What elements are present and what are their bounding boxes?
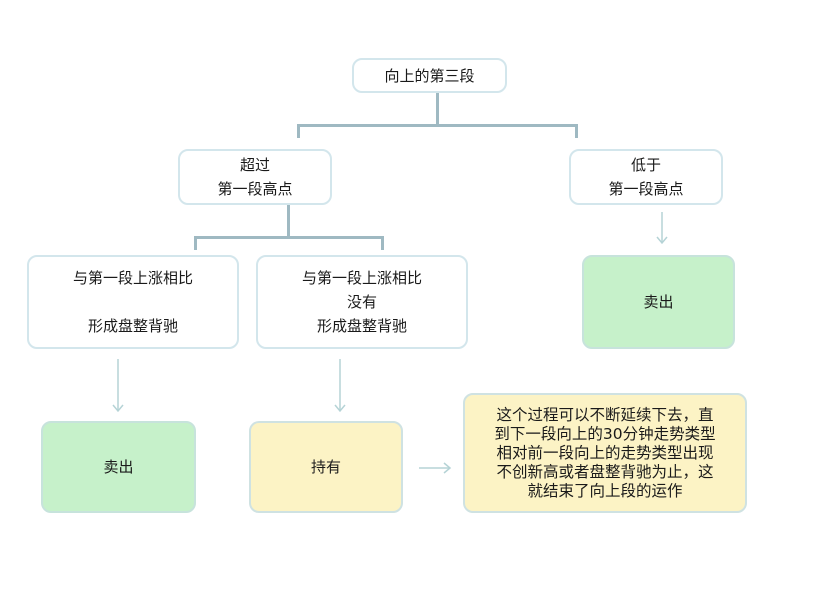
- note-line1: 这个过程可以不断延续下去，直: [496, 405, 714, 424]
- arrow-down-icon: [112, 359, 124, 413]
- arrow-down-icon: [656, 212, 668, 245]
- below-line1: 低于: [630, 156, 661, 174]
- above-line2: 第一段高点: [217, 180, 293, 198]
- hold-label: 持有: [310, 458, 341, 476]
- connector-root-bar: [297, 124, 578, 127]
- no-divergence-line3: 形成盘整背驰: [316, 317, 407, 335]
- above-first-high-node: 超过 第一段高点: [178, 149, 332, 205]
- sell-right-label: 卖出: [643, 293, 674, 311]
- connector-root-stem: [436, 92, 439, 126]
- root-label: 向上的第三段: [384, 66, 475, 85]
- divergence-line2: 形成盘整背驰: [87, 317, 178, 335]
- arrow-right-icon: [419, 462, 452, 474]
- divergence-line1: 与第一段上涨相比: [72, 269, 193, 287]
- sell-left-label: 卖出: [103, 458, 134, 476]
- sell-node-left: 卖出: [41, 421, 196, 513]
- connector-above-bar: [194, 236, 384, 239]
- arrow-down-icon: [334, 359, 346, 413]
- note-line4: 不创新高或者盘整背驰为止，这: [496, 462, 714, 481]
- connector-above-stem: [287, 204, 290, 238]
- note-line2: 到下一段向上的30分钟走势类型: [494, 424, 716, 443]
- sell-node-right: 卖出: [582, 255, 735, 349]
- note-node: 这个过程可以不断延续下去，直 到下一段向上的30分钟走势类型 相对前一段向上的走…: [463, 393, 747, 513]
- connector-above-right-drop: [381, 236, 384, 250]
- root-node: 向上的第三段: [352, 58, 507, 93]
- no-divergence-line1: 与第一段上涨相比: [301, 269, 422, 287]
- hold-node: 持有: [249, 421, 403, 513]
- note-line3: 相对前一段向上的走势类型出现: [496, 443, 714, 462]
- no-divergence-node: 与第一段上涨相比 没有 形成盘整背驰: [256, 255, 468, 349]
- connector-root-left-drop: [297, 124, 300, 138]
- above-line1: 超过: [239, 156, 270, 174]
- note-line5: 就结束了向上段的运作: [527, 481, 683, 500]
- below-first-high-node: 低于 第一段高点: [569, 149, 723, 205]
- connector-root-right-drop: [575, 124, 578, 138]
- connector-above-left-drop: [194, 236, 197, 250]
- below-line2: 第一段高点: [608, 180, 684, 198]
- no-divergence-line2: 没有: [346, 293, 377, 311]
- divergence-node: 与第一段上涨相比 形成盘整背驰: [27, 255, 239, 349]
